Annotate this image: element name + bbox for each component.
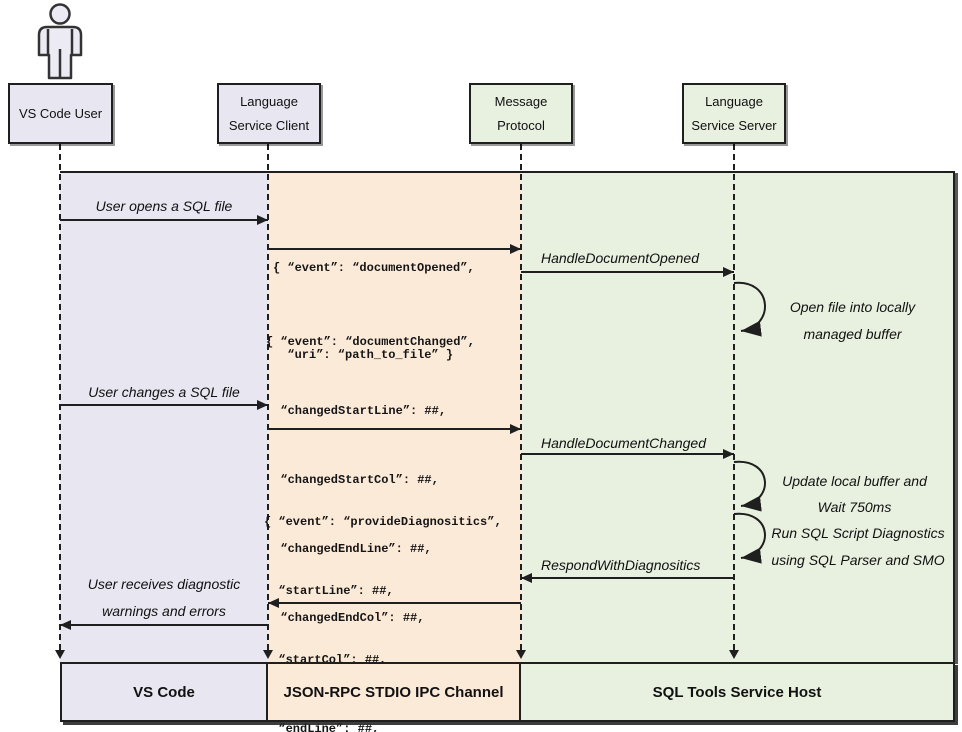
self-loop-update-buffer <box>733 460 766 512</box>
actor-label: Service Server <box>691 118 777 133</box>
arrow-client-to-user-diagnostics <box>60 624 268 626</box>
self-loop-open-file <box>733 281 766 337</box>
arrowhead-right-icon <box>510 244 521 254</box>
actor-label: Message <box>494 94 548 109</box>
actor-box-vs-code-user: VS Code User <box>8 83 113 144</box>
label-update-buffer-wait: Update local buffer and Wait 750ms <box>782 473 927 515</box>
lifeline-region <box>60 171 955 662</box>
label-run-sql-diagnostics: Run SQL Script Diagnostics using SQL Par… <box>771 525 945 568</box>
actor-label: Language <box>240 94 298 109</box>
arrow-protocol-to-server-changed <box>521 453 734 455</box>
actor-box-language-service-client: Language Service Client <box>217 83 321 144</box>
actor-box-message-protocol: Message Protocol <box>469 83 573 144</box>
label-handle-document-changed: HandleDocumentChanged <box>541 435 706 451</box>
arrow-user-to-client-change <box>60 404 268 406</box>
arrow-protocol-to-client-diagnostics <box>268 602 521 604</box>
lifeline-end-arrow <box>516 650 526 659</box>
arrowhead-right-icon <box>723 267 734 277</box>
actor-label: Protocol <box>497 118 545 133</box>
lifeline-end-arrow <box>263 650 273 659</box>
label-open-file-buffer: Open file into locally managed buffer <box>789 299 916 342</box>
lane-vs-code <box>60 173 268 662</box>
json-document-opened: { “event”: “documentOpened”, “uri”: “pat… <box>273 261 475 362</box>
arrowhead-right-icon <box>257 400 268 410</box>
lifeline-server <box>733 144 735 650</box>
footer-box-ipc-channel: JSON-RPC STDIO IPC Channel <box>268 662 521 722</box>
arrowhead-left-icon <box>60 620 71 630</box>
actor-box-language-service-server: Language Service Server <box>682 83 786 144</box>
arrow-server-to-protocol-respond <box>521 577 734 579</box>
label-user-opens-sql-file: User opens a SQL file <box>95 198 233 214</box>
lifeline-user <box>59 144 61 650</box>
footer-row: VS Code JSON-RPC STDIO IPC Channel SQL T… <box>60 662 955 722</box>
arrowhead-right-icon <box>723 449 734 459</box>
arrow-client-to-protocol-opened <box>268 248 521 250</box>
arrowhead-right-icon <box>510 424 521 434</box>
self-loop-run-diagnostics <box>733 512 766 564</box>
lifeline-end-arrow <box>55 650 65 659</box>
arrowhead-right-icon <box>257 215 268 225</box>
arrow-user-to-client <box>60 219 268 221</box>
actor-label: Language <box>705 94 763 109</box>
lane-service-host <box>521 173 953 662</box>
footer-box-service-host: SQL Tools Service Host <box>521 662 955 722</box>
label-user-changes-sql-file: User changes a SQL file <box>88 384 240 400</box>
arrow-client-to-protocol-changed <box>268 428 521 430</box>
lifeline-client <box>267 144 269 650</box>
arrowhead-left-icon <box>521 573 532 583</box>
lane-ipc-channel <box>268 173 521 662</box>
footer-box-vs-code: VS Code <box>60 662 268 722</box>
arrowhead-left-icon <box>268 598 279 608</box>
lifeline-protocol <box>520 144 522 650</box>
arrow-protocol-to-server-opened <box>521 271 734 273</box>
user-person-icon <box>37 3 83 80</box>
label-handle-document-opened: HandleDocumentOpened <box>541 250 699 266</box>
actor-label: VS Code User <box>18 106 103 121</box>
label-respond-with-diagnostics: RespondWithDiagnositics <box>541 557 701 573</box>
lifeline-end-arrow <box>729 650 739 659</box>
actor-label: Service Client <box>228 118 310 133</box>
label-user-receives-diagnostics: User receives diagnostic warnings and er… <box>87 576 241 619</box>
